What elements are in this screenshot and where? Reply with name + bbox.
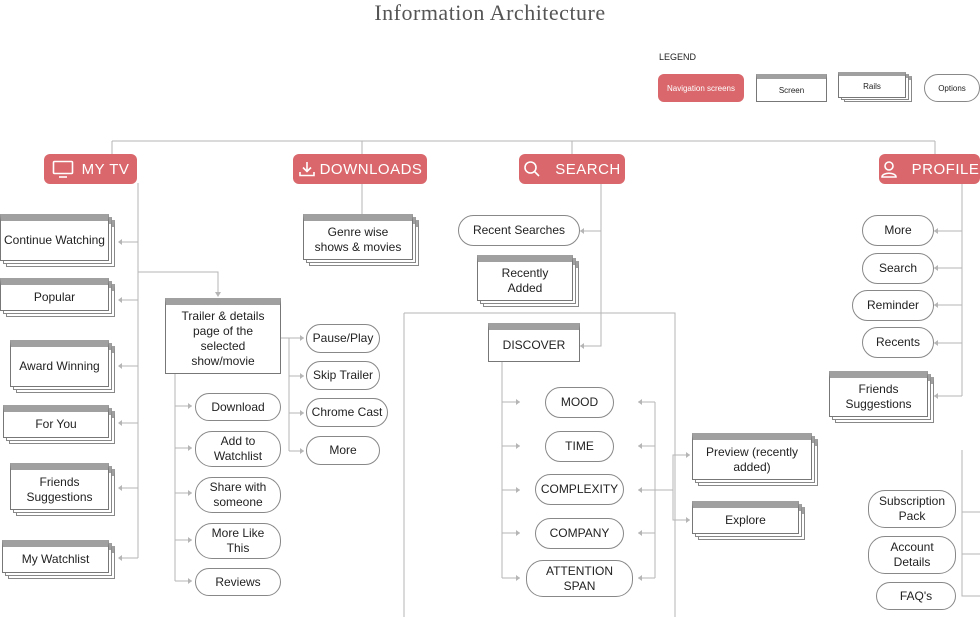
nav-mytv-label: MY TV [81,160,130,178]
tv-icon [52,160,73,178]
rail-continue-watching[interactable]: Continue Watching [0,214,109,261]
rail-genre-wise[interactable]: Genre wise shows & movies [303,214,413,260]
option-time[interactable]: TIME [545,431,614,462]
nav-search[interactable]: SEARCH [519,154,625,184]
legend-options: Options [924,74,980,102]
option-skip-trailer[interactable]: Skip Trailer [306,361,380,390]
option-account-details[interactable]: Account Details [868,536,956,574]
rail-my-watchlist[interactable]: My Watchlist [2,540,109,573]
screen-discover[interactable]: DISCOVER [488,323,580,362]
option-profile-search[interactable]: Search [862,253,934,284]
nav-search-label: SEARCH [555,160,621,178]
rail-explore[interactable]: Explore [692,501,799,534]
option-recent-searches[interactable]: Recent Searches [458,215,580,246]
nav-downloads-label: DOWNLOADS [319,160,423,178]
page-title: Information Architecture [374,0,606,25]
nav-profile[interactable]: PROFILE [879,154,980,184]
rail-award-winning[interactable]: Award Winning [10,340,109,387]
option-faqs[interactable]: FAQ's [876,582,956,610]
option-subscription-pack[interactable]: Subscription Pack [868,490,956,528]
legend-rails: Rails [838,72,906,98]
rail-friends-suggestions[interactable]: Friends Suggestions [10,463,109,510]
option-complexity[interactable]: COMPLEXITY [535,474,624,505]
legend-navigation-screens: Navigation screens [658,74,744,102]
option-chrome-cast[interactable]: Chrome Cast [306,398,388,427]
rail-for-you[interactable]: For You [3,405,109,438]
rail-recently-added[interactable]: Recently Added [477,255,573,301]
option-company[interactable]: COMPANY [535,518,624,549]
option-download[interactable]: Download [195,393,281,421]
option-profile-recents[interactable]: Recents [862,327,934,358]
nav-profile-label: PROFILE [911,160,980,178]
option-more[interactable]: More [306,436,380,465]
option-reviews[interactable]: Reviews [195,568,281,596]
nav-mytv[interactable]: MY TV [44,154,137,184]
screen-trailer-details[interactable]: Trailer & details page of the selected s… [165,298,281,374]
option-add-to-watchlist[interactable]: Add to Watchlist [195,431,281,467]
option-mood[interactable]: MOOD [545,387,614,418]
rail-profile-friends-suggestions[interactable]: Friends Suggestions [829,371,928,417]
option-attention-span[interactable]: ATTENTION SPAN [526,560,633,597]
legend-screen: Screen [756,74,827,102]
option-profile-more[interactable]: More [862,215,934,246]
legend-title: LEGEND [659,52,697,62]
option-profile-reminder[interactable]: Reminder [852,290,934,321]
option-pause-play[interactable]: Pause/Play [306,324,380,353]
nav-downloads[interactable]: DOWNLOADS [293,154,427,184]
user-icon [880,161,897,178]
search-icon [524,161,540,177]
option-share[interactable]: Share with someone [195,477,281,513]
download-icon [298,162,315,177]
rail-popular[interactable]: Popular [0,278,109,311]
rail-preview[interactable]: Preview (recently added) [692,433,812,480]
option-more-like-this[interactable]: More Like This [195,523,281,559]
